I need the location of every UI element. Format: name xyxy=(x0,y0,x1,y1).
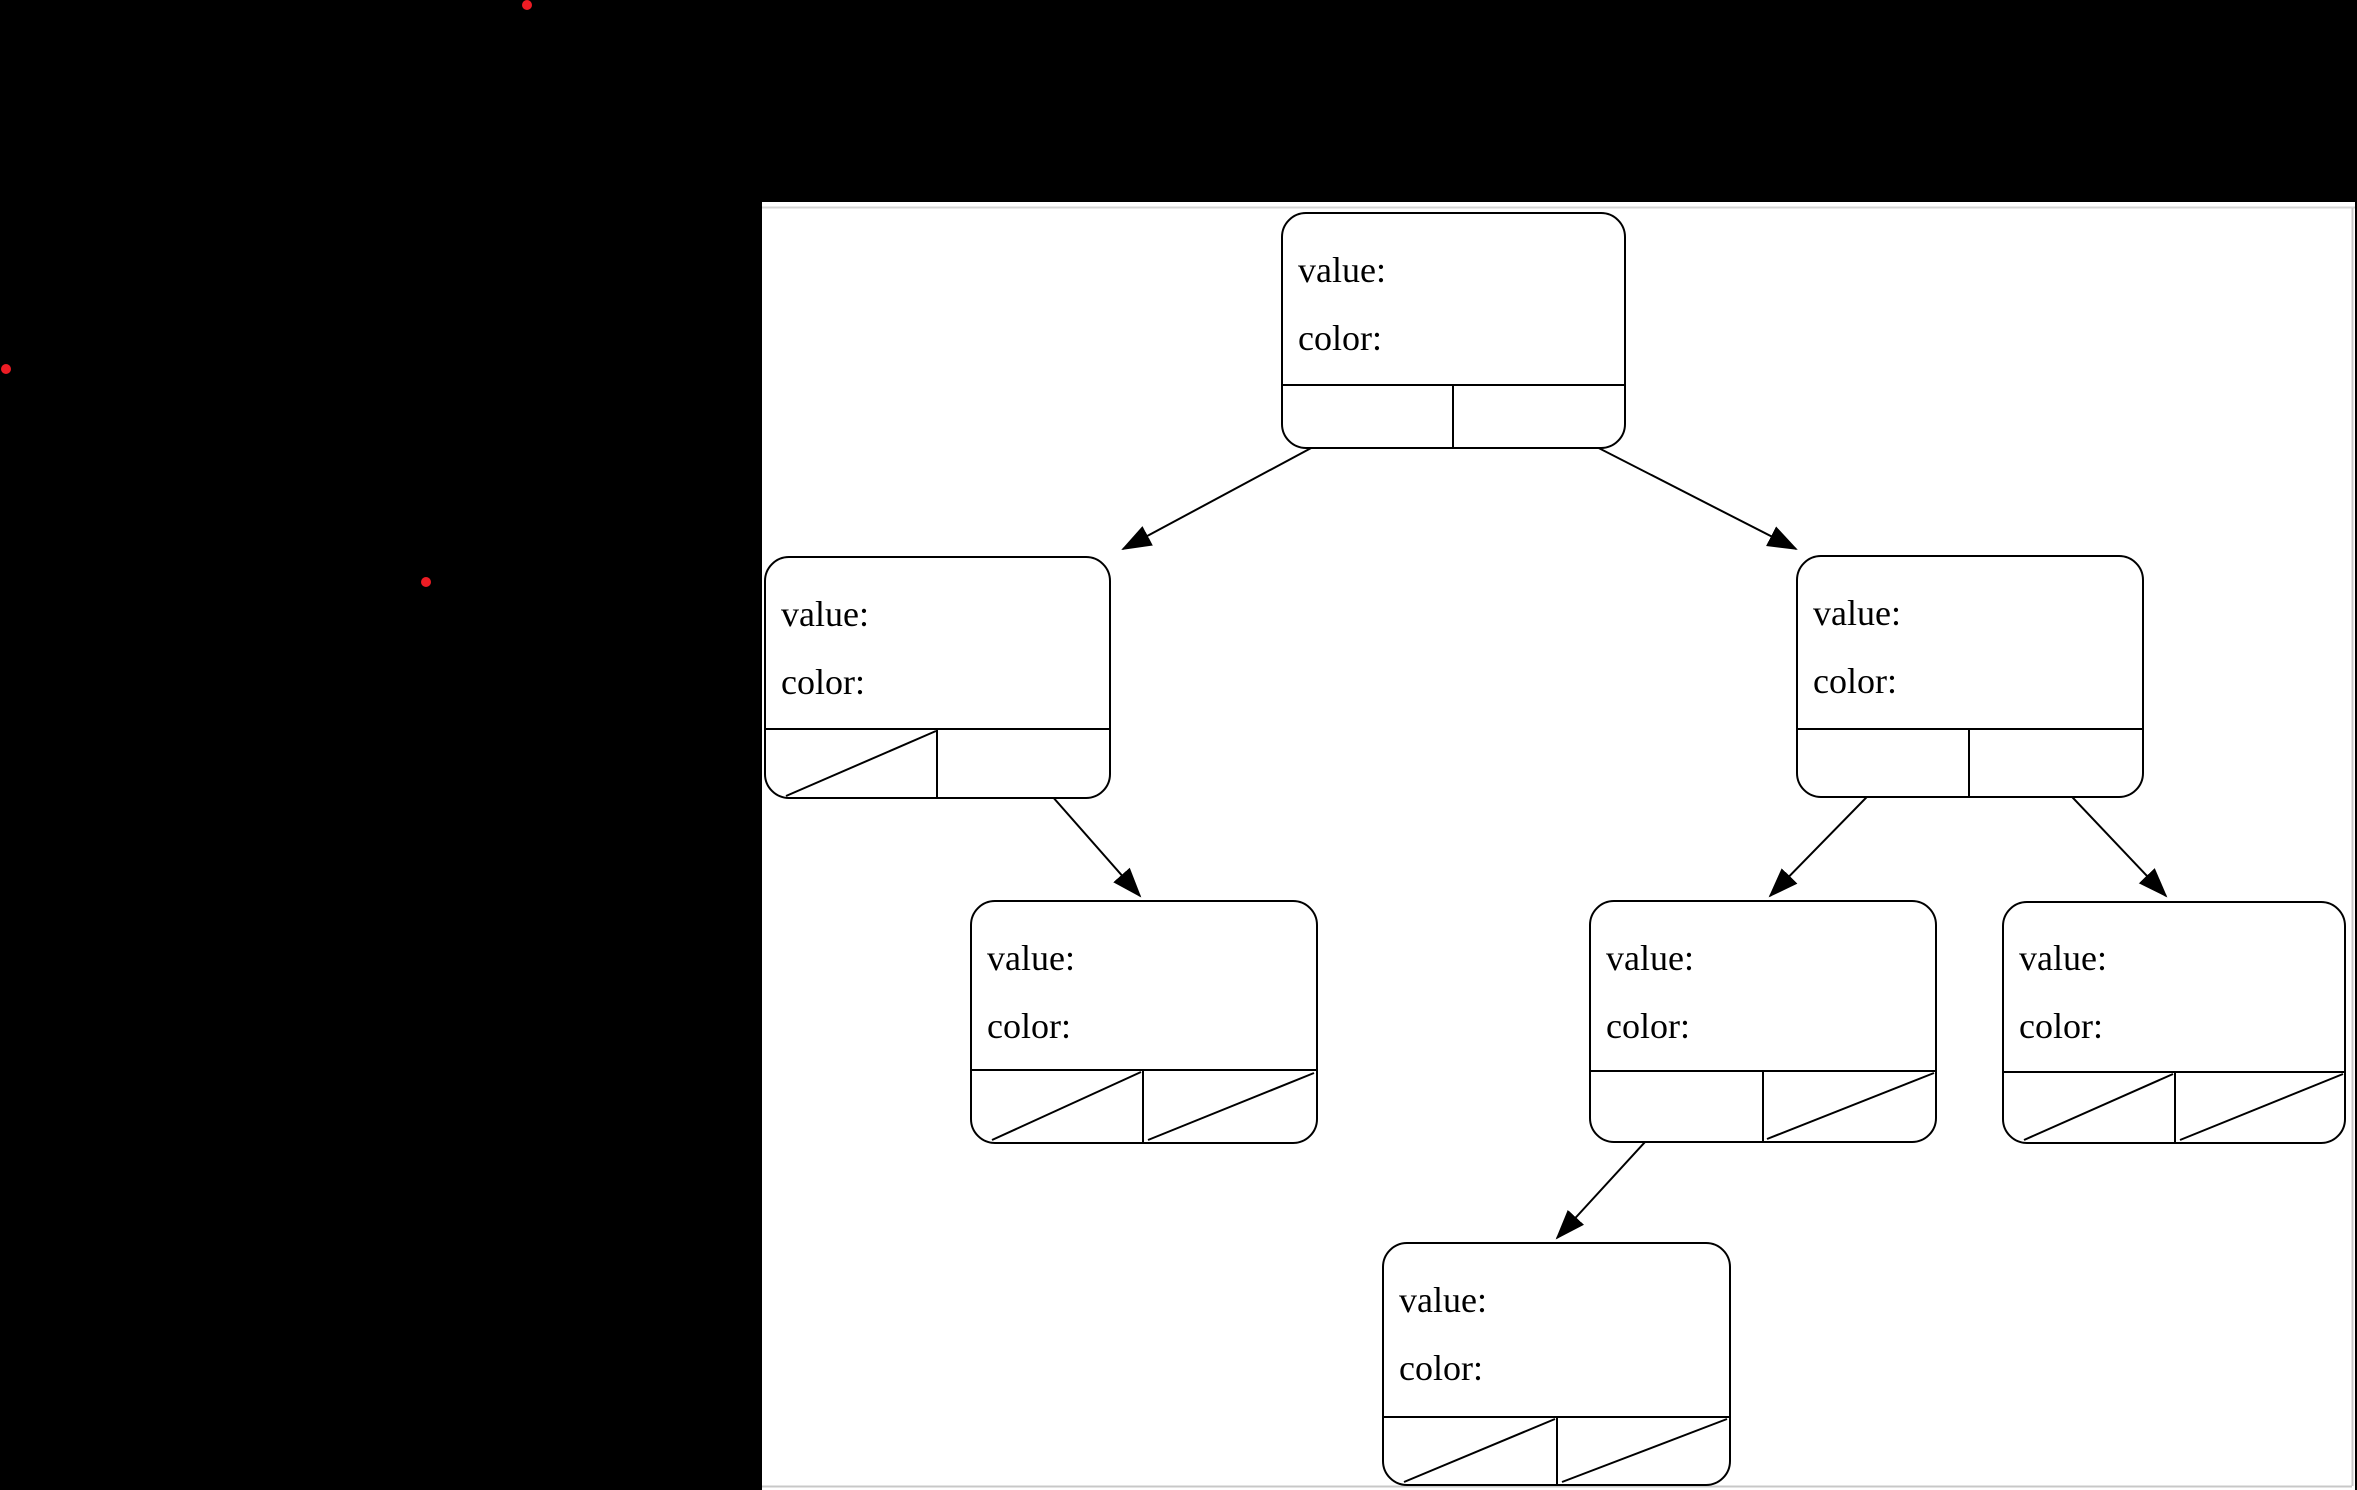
tree-node-left-child: value: color: xyxy=(764,556,1111,799)
node-value-label: value: xyxy=(1813,593,1901,633)
node-color-label: color: xyxy=(1399,1348,1483,1388)
tree-node-right-child: value: color: xyxy=(1796,555,2144,798)
null-pointer-slash-left xyxy=(785,730,937,797)
node-value-label: value: xyxy=(781,594,869,634)
red-dot-top xyxy=(522,0,532,10)
red-dot-middle xyxy=(421,577,431,587)
node-value-label: value: xyxy=(987,938,1075,978)
node-color-label: color: xyxy=(1813,661,1897,701)
null-pointer-slash-right xyxy=(1766,1072,1935,1140)
node-value-label: value: xyxy=(1606,938,1694,978)
tree-node-right-grandchild: value: color: xyxy=(2002,901,2346,1144)
node-value-label: value: xyxy=(1298,250,1386,290)
null-pointer-slash-left xyxy=(991,1071,1142,1141)
node-value-label: value: xyxy=(1399,1280,1487,1320)
red-dot-group xyxy=(1,0,532,587)
tree-node-root: value: color: xyxy=(1281,212,1626,449)
node-color-label: color: xyxy=(781,662,865,702)
null-pointer-slash-left xyxy=(1403,1418,1556,1483)
tree-node-left-grandchild: value: color: xyxy=(970,900,1318,1144)
node-value-label: value: xyxy=(2019,938,2107,978)
tree-node-middle-grandchild: value: color: xyxy=(1589,900,1937,1143)
null-pointer-slash-right xyxy=(2179,1073,2344,1141)
null-pointer-slash-left xyxy=(2023,1073,2174,1141)
null-pointer-slash-right xyxy=(1561,1418,1728,1483)
node-color-label: color: xyxy=(1298,318,1382,358)
null-pointer-slash-right xyxy=(1147,1072,1315,1141)
node-color-label: color: xyxy=(2019,1006,2103,1046)
red-dot-left xyxy=(1,364,11,374)
node-color-label: color: xyxy=(1606,1006,1690,1046)
tree-node-bottom: value: color: xyxy=(1382,1242,1731,1486)
node-color-label: color: xyxy=(987,1006,1071,1046)
